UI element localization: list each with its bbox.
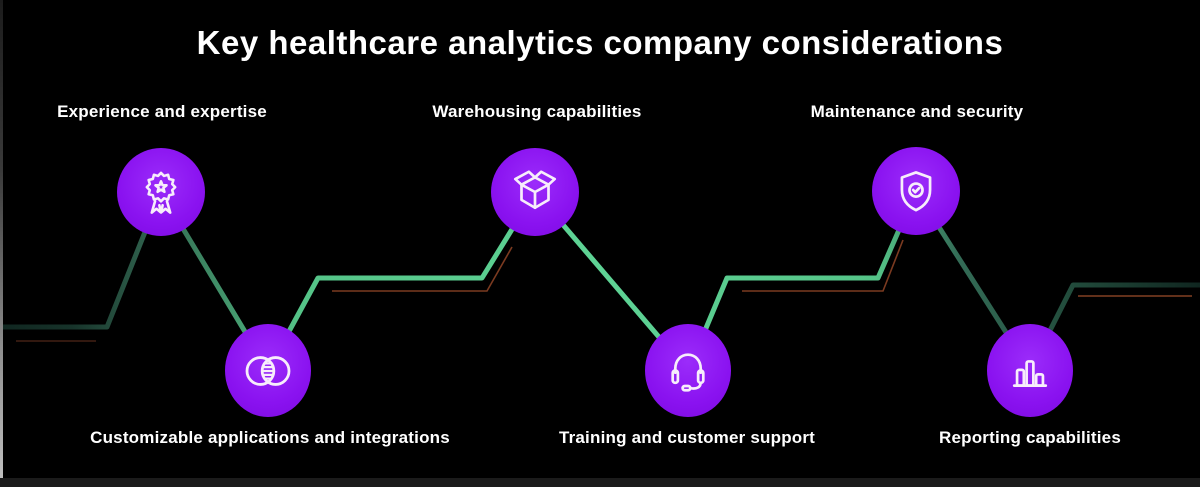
node-circle-training xyxy=(645,324,731,417)
venn-diagram-icon xyxy=(245,355,291,386)
node-label-training: Training and customer support xyxy=(558,428,816,447)
headset-icon xyxy=(671,352,705,392)
award-badge-icon xyxy=(145,171,177,214)
node-circle-customizable xyxy=(225,324,311,417)
node-circle-maintenance xyxy=(872,147,960,235)
shield-check-icon xyxy=(900,171,932,212)
node-label-reporting: Reporting capabilities xyxy=(939,428,1121,447)
bottom-edge-strip xyxy=(0,478,1200,487)
echo-line-mid-right xyxy=(742,239,904,292)
bar-chart-icon xyxy=(1012,359,1048,387)
node-circle-warehousing xyxy=(491,148,579,236)
open-box-icon xyxy=(513,170,557,210)
node-circle-experience xyxy=(117,148,205,236)
echo-line-mid-left xyxy=(332,246,513,292)
node-label-customizable: Customizable applications and integratio… xyxy=(90,428,450,447)
page-title: Key healthcare analytics company conside… xyxy=(196,24,1004,61)
node-circle-reporting xyxy=(987,324,1073,417)
node-label-experience: Experience and expertise xyxy=(57,102,267,121)
node-label-maintenance: Maintenance and security xyxy=(810,102,1024,121)
left-edge-strip xyxy=(0,0,3,487)
node-label-warehousing: Warehousing capabilities xyxy=(432,102,642,121)
